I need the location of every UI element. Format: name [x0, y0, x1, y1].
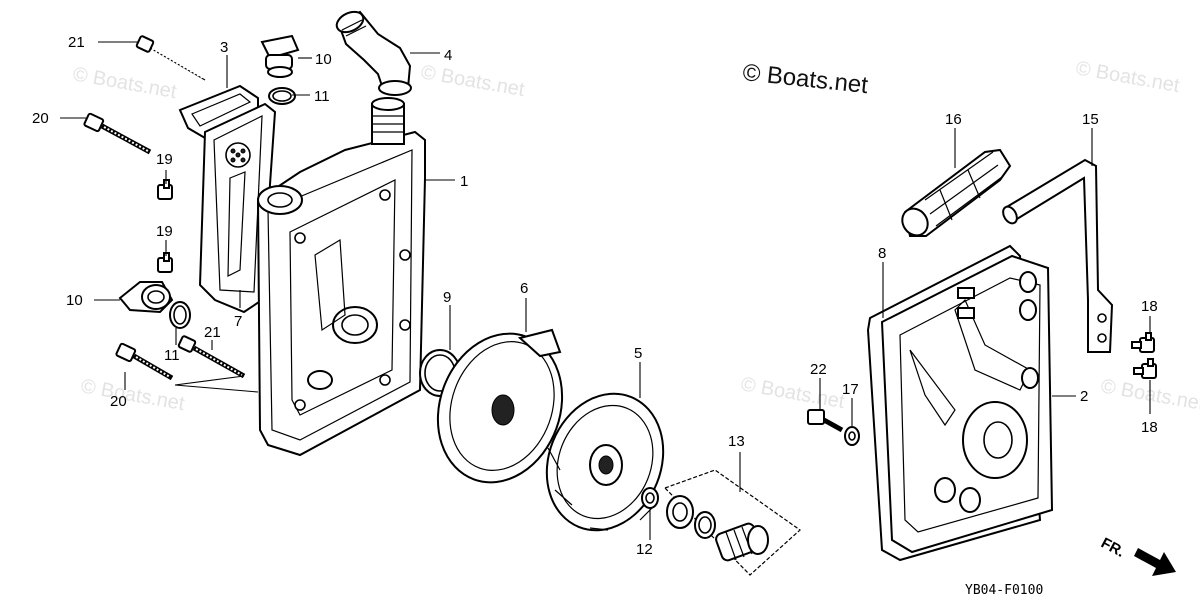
part-2-pump-cover: [880, 254, 1054, 554]
callout-21: 21: [204, 324, 221, 341]
watermark: © Boats.net: [79, 375, 186, 415]
callout-18: 18: [1141, 419, 1158, 436]
part-1-main-housing: [256, 97, 426, 457]
part-4-elbow: [335, 10, 412, 96]
part-13-seal-kit: [663, 469, 801, 576]
callouts: 21 3 10 4 11 20 1 19 19 10 7 11 21 20 9 …: [32, 34, 1158, 558]
part-7-gasket: [198, 102, 277, 314]
callout-21: 21: [68, 34, 85, 51]
callout-20: 20: [32, 110, 49, 127]
watermark: © Boats.net: [1074, 57, 1181, 97]
part-20-bolt-lower: [115, 342, 174, 381]
part-6-liner: [436, 328, 564, 484]
callout-19: 19: [156, 151, 173, 168]
part-10-plug-upper: [260, 34, 300, 78]
callout-8: 8: [878, 245, 886, 262]
callout-1: 1: [460, 173, 468, 190]
callout-7: 7: [234, 313, 242, 330]
leader-lines: [60, 41, 1151, 540]
callout-2: 2: [1080, 388, 1088, 405]
callout-5: 5: [634, 345, 642, 362]
part-19-bolt-b: [157, 252, 173, 273]
part-21-bolt-upper: [135, 35, 206, 81]
watermark: © Boats.net: [739, 373, 846, 413]
copyright-label: © Boats.net: [741, 59, 869, 99]
callout-20: 20: [110, 393, 127, 410]
callout-10: 10: [315, 51, 332, 68]
callout-11: 11: [314, 88, 330, 105]
front-label: FR.: [1098, 535, 1127, 561]
callout-4: 4: [444, 47, 452, 64]
callout-13: 13: [728, 433, 745, 450]
callout-18: 18: [1141, 298, 1158, 315]
callout-22: 22: [810, 361, 827, 378]
callout-12: 12: [636, 541, 653, 558]
callout-11: 11: [164, 347, 180, 364]
front-indicator: FR.: [1098, 535, 1176, 576]
callout-6: 6: [520, 280, 528, 297]
callout-19: 19: [156, 223, 173, 240]
callout-9: 9: [443, 289, 451, 306]
part-10-plug-lower: [118, 281, 174, 314]
callout-15: 15: [1082, 111, 1099, 128]
part-5-impeller: [545, 392, 665, 532]
part-16-grip: [901, 148, 1012, 237]
arrow-right-icon: [1134, 548, 1176, 576]
watermark: © Boats.net: [71, 63, 178, 103]
callout-17: 17: [842, 381, 859, 398]
drawing-code: YB04-F0100: [965, 583, 1043, 598]
part-21-bolt-lower: [177, 335, 246, 379]
part-19-bolt-a: [157, 179, 173, 200]
watermark: © Boats.net: [419, 61, 526, 101]
callout-10: 10: [66, 292, 83, 309]
part-20-bolt-upper: [83, 112, 152, 155]
part-18-bolt-b: [1133, 358, 1157, 379]
callout-16: 16: [945, 111, 962, 128]
part-18-bolt-a: [1131, 332, 1155, 353]
part-22-bolt: [807, 409, 844, 433]
callout-3: 3: [220, 39, 228, 56]
